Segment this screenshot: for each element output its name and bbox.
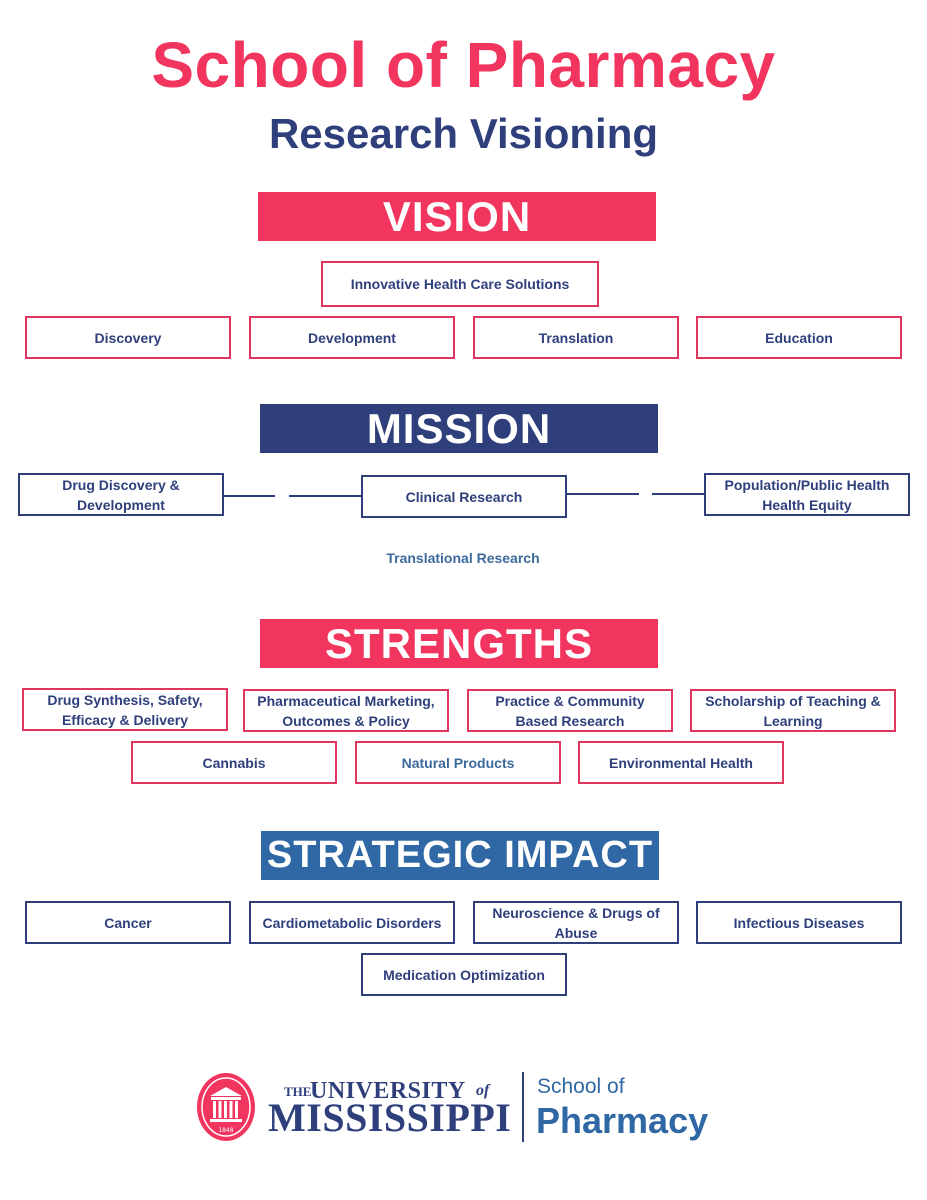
vision-banner: VISION: [258, 192, 656, 241]
strengths-banner: STRENGTHS: [260, 619, 658, 668]
impact-medication-optimization: Medication Optimization: [361, 953, 567, 996]
logo-of: of: [476, 1082, 490, 1099]
university-seal-icon: 1848: [197, 1073, 255, 1141]
page-title: School of Pharmacy: [151, 29, 776, 101]
translational-research-label: Translational Research: [386, 550, 540, 566]
impact-neuroscience: Neuroscience & Drugs of Abuse: [473, 901, 679, 944]
strength-scholarship-teaching: Scholarship of Teaching & Learning: [690, 689, 896, 732]
strategic-impact-banner: STRATEGIC IMPACT: [261, 831, 659, 880]
logo-pharmacy: Pharmacy: [536, 1100, 709, 1141]
vision-item-development: Development: [249, 316, 455, 359]
page-subtitle: Research Visioning: [268, 110, 659, 157]
logo-university: UNIVERSITY: [310, 1078, 466, 1104]
impact-cancer: Cancer: [25, 901, 231, 944]
connector-line-4: [652, 493, 704, 495]
strength-cannabis: Cannabis: [131, 741, 337, 784]
connector-line-2: [289, 495, 361, 497]
vision-top-box: Innovative Health Care Solutions: [321, 261, 599, 307]
strength-practice-community: Practice & Community Based Research: [467, 689, 673, 732]
logo-divider: [522, 1072, 524, 1142]
mission-banner: MISSION: [260, 404, 658, 453]
logo-school-of: School of: [537, 1075, 625, 1098]
vision-item-discovery: Discovery: [25, 316, 231, 359]
strength-environmental-health: Environmental Health: [578, 741, 784, 784]
logo-mississippi: MISSISSIPPI: [268, 1095, 512, 1140]
strength-natural-products: Natural Products: [355, 741, 561, 784]
strength-pharmaceutical-marketing: Pharmaceutical Marketing, Outcomes & Pol…: [243, 689, 449, 732]
connector-line-3: [567, 493, 639, 495]
vision-item-education: Education: [696, 316, 902, 359]
mission-right-box: Population/Public Health Health Equity: [704, 473, 910, 516]
impact-cardiometabolic: Cardiometabolic Disorders: [249, 901, 455, 944]
logo-the: THE: [284, 1084, 312, 1099]
mission-left-box: Drug Discovery & Development: [18, 473, 224, 516]
seal-year: 1848: [218, 1127, 233, 1134]
mission-center-box: Clinical Research: [361, 475, 567, 518]
strength-drug-synthesis: Drug Synthesis, Safety, Efficacy & Deliv…: [22, 688, 228, 731]
vision-item-translation: Translation: [473, 316, 679, 359]
connector-line-1: [224, 495, 275, 497]
impact-infectious-diseases: Infectious Diseases: [696, 901, 902, 944]
